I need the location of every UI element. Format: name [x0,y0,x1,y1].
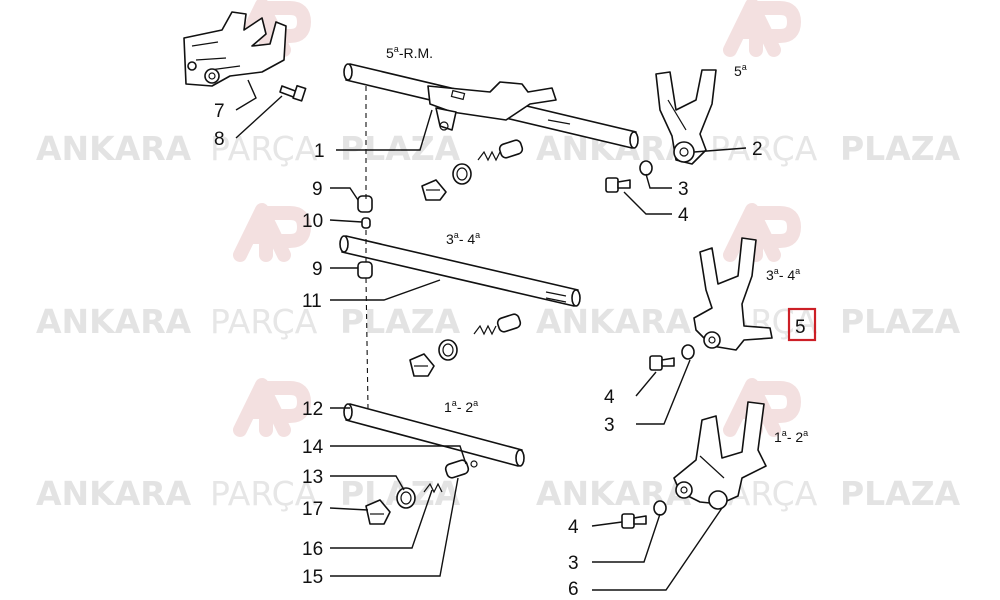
callout-9-upper[interactable]: 9 [312,179,323,200]
gear-label-fifth: 5a [734,62,747,79]
gear-label-first-second-fork: 1a- 2a [774,428,808,445]
callout-6[interactable]: 6 [568,579,579,600]
part-13-washer [396,487,416,509]
callout-12[interactable]: 12 [302,399,323,420]
callout-7[interactable]: 7 [214,101,225,122]
watermark-brand: PARÇA [210,302,318,341]
callout-numbers: 7 8 1 9 10 9 11 12 14 13 17 16 15 2 3 4 … [214,101,806,600]
part-1-shaft [343,63,639,149]
part-3-washer-lower [653,500,667,516]
watermark-brand: PLAZA [840,474,961,513]
part-8-bolt [279,84,307,102]
watermark-brand: PLAZA [840,129,961,168]
watermark-brand: ANKARA [36,129,192,168]
callout-10[interactable]: 10 [302,211,323,232]
callout-9-lower[interactable]: 9 [312,259,323,280]
watermark-brand: PLAZA [340,129,461,168]
callout-8[interactable]: 8 [214,129,225,150]
part-7-bracket [183,11,287,87]
callout-11[interactable]: 11 [302,291,322,312]
callout-3-middle[interactable]: 3 [604,415,615,436]
callout-4-upper[interactable]: 4 [678,205,689,226]
callout-4-middle[interactable]: 4 [604,387,615,408]
callout-13[interactable]: 13 [302,467,323,488]
gear-label-fifth-rm: 5a-R.M. [386,44,433,61]
part-9-pin-upper [357,195,373,213]
part-17-plug [365,499,391,525]
watermark-brand: PARÇA [210,129,318,168]
watermark-logo-icon [233,378,311,437]
callout-15[interactable]: 15 [302,567,323,588]
detent-set-upper [421,139,524,201]
callout-17[interactable]: 17 [302,499,323,520]
leader-lines [235,79,747,591]
watermark-texts: ANKARA PARÇA PLAZA ANKARA PARÇA PLAZA AN… [36,129,961,513]
watermark-brand: ANKARA [536,474,692,513]
watermark-brand: ANKARA [536,302,692,341]
part-9-pin-lower [357,261,373,279]
watermark-logo-icon [723,0,801,57]
part-14-plunger [444,459,478,479]
highlight-box [787,307,817,342]
callout-5[interactable]: 5 [795,317,806,338]
callout-16[interactable]: 16 [302,539,323,560]
callout-3-lower[interactable]: 3 [568,553,579,574]
part-10-ball [361,217,371,229]
part-6-fork [673,401,767,510]
gear-label-third-fourth-fork: 3a- 4a [766,266,800,283]
watermark-logo-icon [233,203,311,262]
watermark-brand: ANKARA [36,474,192,513]
gear-label-third-fourth-rod: 3a- 4a [446,230,480,247]
part-3-washer-upper [639,160,653,176]
part-3-washer-middle [681,344,695,360]
watermark-brand: PARÇA [210,474,318,513]
detent-set-middle [409,313,522,377]
part-2-fork [655,69,717,165]
gear-labels: 5a-R.M. 5a 3a- 4a 3a- 4a 1a- 2a 1a- 2a [386,44,808,445]
watermark-brand: ANKARA [36,302,192,341]
callout-1[interactable]: 1 [314,141,325,162]
watermark-brand: PARÇA [710,129,818,168]
part-11-rod [339,235,581,307]
callout-4-lower[interactable]: 4 [568,517,579,538]
callout-2[interactable]: 2 [752,139,763,160]
part-4-bolt-lower [621,513,647,529]
part-12-rod [343,403,525,467]
callout-14[interactable]: 14 [302,437,324,458]
watermark-brand: PLAZA [340,302,461,341]
watermark-logo-icon [723,203,801,262]
part-4-bolt-upper [605,177,631,193]
watermark-brand: PLAZA [840,302,961,341]
gear-label-first-second-rod: 1a- 2a [444,398,478,415]
callout-3-upper[interactable]: 3 [678,179,689,200]
part-5-fork [693,237,773,351]
part-16-spring [423,482,443,494]
part-4-bolt-middle [649,355,675,371]
